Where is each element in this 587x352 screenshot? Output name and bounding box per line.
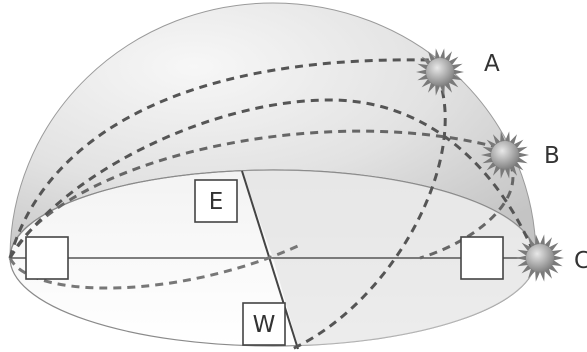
sun-core (491, 141, 519, 169)
east-label: E (209, 189, 224, 215)
west-label: W (253, 312, 276, 338)
sun-path-b-back (8, 243, 301, 290)
observer-marker-icon (460, 236, 504, 280)
east-label-box: E (194, 179, 238, 223)
sun-icon (481, 131, 529, 179)
sun-label-a: A (484, 51, 500, 77)
sun-path-a (8, 58, 447, 352)
sun-label-c: C (574, 248, 587, 274)
observer-marker-icon (25, 236, 69, 280)
sun-core (526, 244, 554, 272)
sun-icon (416, 48, 464, 96)
sun-icon (516, 234, 564, 282)
sun-label-b: B (544, 143, 560, 169)
sun-path-b (8, 129, 515, 260)
west-label-box: W (242, 302, 286, 346)
east-west-line (241, 170, 299, 350)
horizon-back-edge (9, 169, 537, 259)
sun-core (426, 58, 454, 86)
sun-path-c (8, 98, 538, 259)
